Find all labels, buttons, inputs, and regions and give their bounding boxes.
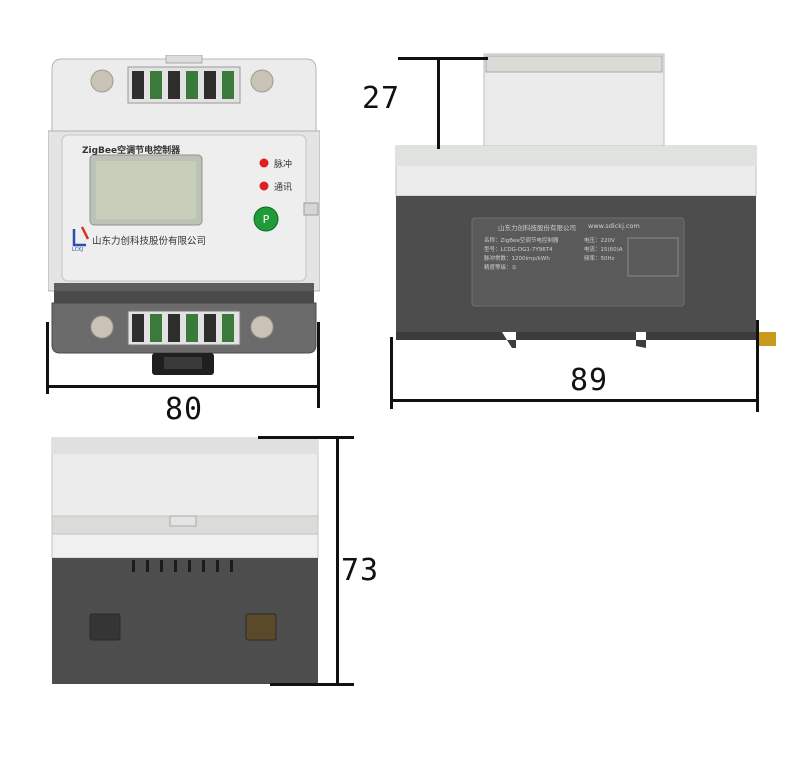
svg-text:P: P — [263, 213, 270, 226]
side-label-company: 山东力创科技股份有限公司 — [498, 224, 576, 232]
vent-slot — [160, 560, 163, 572]
product-title: ZigBee空调节电控制器 — [82, 146, 181, 156]
front-width-extension-left — [46, 322, 49, 394]
front-view-drawing: P — [48, 55, 320, 375]
vent-slot — [146, 560, 149, 572]
vent-slot — [174, 560, 177, 572]
side-depth-extension-left — [390, 337, 393, 409]
pulse-led — [259, 158, 269, 168]
terminal-slot — [186, 314, 198, 342]
terminal-slot — [204, 71, 216, 99]
terminal-slot — [186, 71, 198, 99]
bottom-view — [50, 436, 320, 686]
front-width-extension-right — [317, 322, 320, 408]
label-row-right: 频率：50Hz — [584, 256, 615, 262]
vent-slot — [132, 560, 135, 572]
terminal-slot — [168, 314, 180, 342]
side-top-dim: 27 — [362, 81, 401, 116]
company-name: 山东力创科技股份有限公司 — [92, 236, 207, 247]
vent-slot — [188, 560, 191, 572]
side-view-drawing — [395, 53, 776, 348]
terminal-slot — [222, 314, 234, 342]
side-top-extension-upper — [398, 57, 488, 60]
side-view: 山东力创科技股份有限公司 www.sdlckj.com 名称：ZigBee空调节… — [392, 50, 784, 360]
label-row: 精度等级：① — [484, 263, 674, 272]
side-label-url: www.sdlckj.com — [588, 222, 640, 230]
comm-label: 通讯 — [274, 183, 293, 193]
label-row: 名称：ZigBee空调节电控制器 电压：220V — [484, 236, 674, 245]
label-row-left: 脉冲常数：1200imp/kWh — [484, 256, 550, 262]
terminal-slot — [204, 314, 216, 342]
program-button[interactable] — [253, 206, 279, 232]
front-width-line — [46, 385, 320, 388]
label-row-left: 精度等级：① — [484, 265, 517, 271]
terminal-slot — [150, 314, 162, 342]
side-depth-extension-right — [756, 320, 759, 412]
bottom-view-drawing — [51, 437, 319, 684]
pulse-label: 脉冲 — [274, 160, 293, 170]
terminal-slot — [132, 314, 144, 342]
label-row: 型号：LCDG-DG1-7Y96T4 电流：15(60)A — [484, 245, 674, 254]
terminal-slot — [168, 71, 180, 99]
terminal-slot — [150, 71, 162, 99]
terminal-slot — [222, 71, 234, 99]
side-depth-dim: 89 — [570, 363, 609, 398]
label-row-right: 电压：220V — [584, 238, 615, 244]
label-row-left: 型号：LCDG-DG1-7Y96T4 — [484, 247, 553, 253]
label-row-right: 电流：15(60)A — [584, 247, 623, 253]
comm-led — [259, 181, 269, 191]
front-width-dim: 80 — [165, 392, 204, 427]
bottom-height-dim: 73 — [341, 553, 380, 588]
bottom-height-extension-top — [258, 436, 354, 439]
terminal-slot — [132, 71, 144, 99]
label-row: 脉冲常数：1200imp/kWh 频率：50Hz — [484, 254, 674, 263]
side-top-line — [437, 57, 440, 149]
logo-text: LCKJ — [72, 247, 84, 253]
bottom-height-extension-bottom — [270, 683, 354, 686]
front-view: P ZigBee空调节电控制器 脉冲 通讯 山东力创科技股份有限公司 LCKJ — [48, 55, 320, 377]
bottom-height-line — [336, 436, 339, 686]
vent-slot — [202, 560, 205, 572]
vent-slot — [216, 560, 219, 572]
side-depth-line — [390, 399, 759, 402]
label-row-left: 名称：ZigBee空调节电控制器 — [484, 238, 559, 244]
vent-slot — [230, 560, 233, 572]
top-terminal-block — [127, 66, 241, 104]
